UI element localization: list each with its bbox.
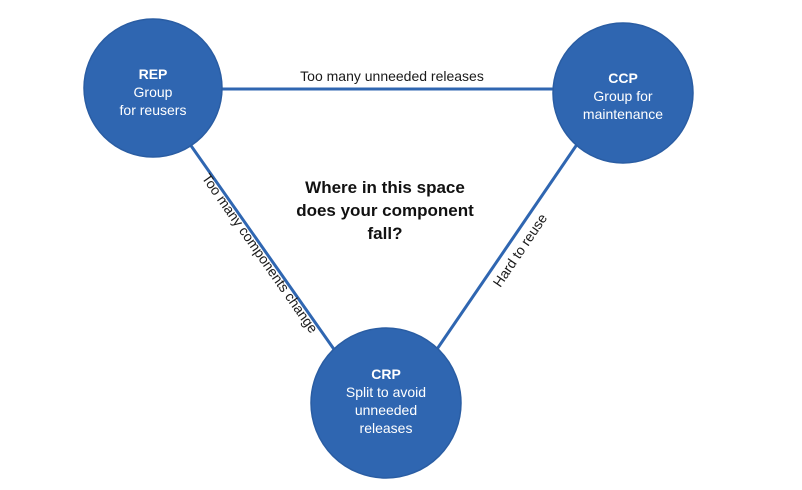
node-crp-circle [310, 327, 462, 479]
question-line-1: Where in this space [305, 178, 465, 197]
node-rep-desc-line-1: Group [134, 84, 173, 100]
question-line-3: fall? [368, 224, 403, 243]
node-crp-desc-line-1: Split to avoid [346, 384, 426, 400]
question-line-2: does your component [296, 201, 474, 220]
node-ccp-desc-line-2: maintenance [583, 106, 663, 122]
edge-label-rep-crp: Too many components change [199, 170, 322, 336]
node-crp-name: CRP [371, 366, 401, 382]
node-crp-desc-line-3: releases [360, 420, 413, 436]
edge-label-rep-ccp: Too many unneeded releases [300, 68, 484, 84]
node-rep-circle [83, 18, 223, 158]
node-rep: REP Group for reusers [83, 18, 223, 158]
node-crp: CRP Split to avoid unneeded releases [310, 327, 462, 479]
node-rep-desc-line-2: for reusers [120, 102, 187, 118]
edge-label-ccp-crp: Hard to reuse [490, 210, 551, 289]
node-ccp-name: CCP [608, 70, 638, 86]
node-ccp-circle [552, 22, 694, 164]
node-crp-desc-line-2: unneeded [355, 402, 417, 418]
edge-rep-crp [185, 139, 340, 356]
node-ccp-desc-line-1: Group for [593, 88, 652, 104]
edge-ccp-crp [431, 139, 582, 356]
central-question: Where in this space does your component … [296, 178, 474, 243]
node-ccp: CCP Group for maintenance [552, 22, 694, 164]
node-rep-name: REP [139, 66, 168, 82]
